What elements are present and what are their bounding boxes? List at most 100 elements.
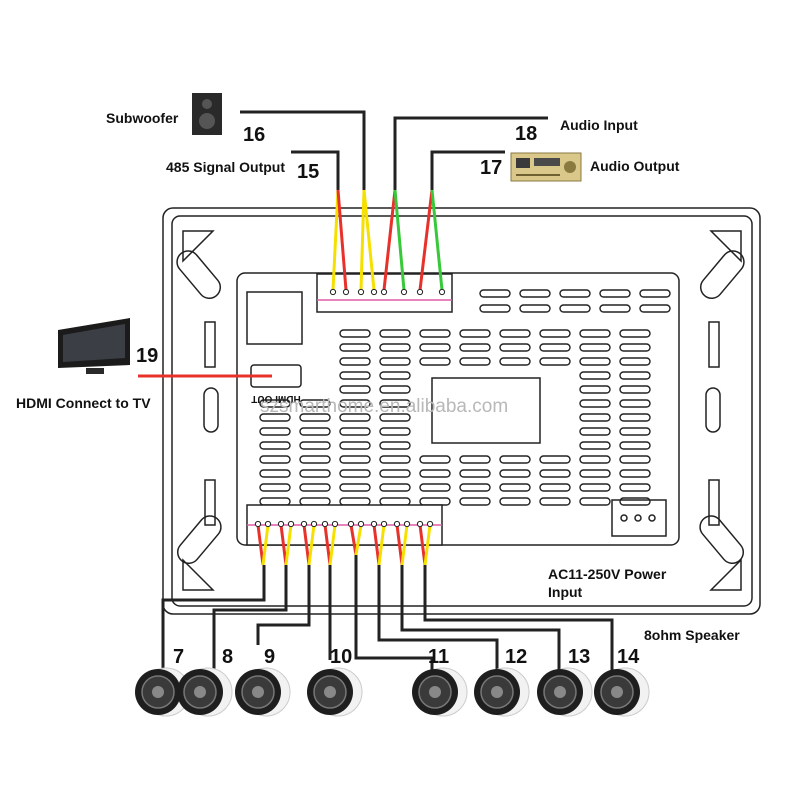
vent-slot — [579, 455, 611, 464]
terminal-pin — [380, 288, 388, 296]
vent-slot — [459, 497, 491, 506]
wire-red — [349, 524, 358, 556]
vent-slot — [339, 497, 371, 506]
top-wiring — [240, 110, 548, 291]
vent-slot — [539, 357, 571, 366]
wire-red — [395, 524, 404, 566]
wire-yellow — [423, 524, 432, 566]
wire-yellow — [261, 524, 270, 566]
tv-icon — [58, 318, 130, 374]
wire-black — [256, 565, 311, 645]
vent-slot — [519, 289, 551, 298]
vent-slot — [259, 483, 291, 492]
vent-slot — [379, 413, 411, 422]
vent-slot — [339, 455, 371, 464]
top-terminal-pins — [329, 288, 446, 296]
signal485-label: 485 Signal Output — [166, 159, 285, 175]
terminal-pin — [370, 288, 378, 296]
vent-slot — [259, 497, 291, 506]
vent-slot — [539, 497, 571, 506]
wire-red — [279, 524, 288, 566]
vent-slot — [259, 399, 291, 408]
terminal-pin — [416, 288, 424, 296]
speaker-icon — [235, 667, 291, 717]
vent-slot — [299, 469, 331, 478]
vent-slot — [339, 385, 371, 394]
terminal-pin — [287, 520, 295, 528]
vent-grille — [259, 289, 671, 506]
vent-slot — [299, 483, 331, 492]
vent-slot — [619, 441, 651, 450]
wire-red — [418, 524, 427, 566]
vent-slot — [459, 329, 491, 338]
subwoofer-icon — [192, 93, 222, 135]
terminal-pin — [331, 520, 339, 528]
terminal-pin — [416, 520, 424, 528]
wire-yellow — [354, 524, 363, 556]
vent-slot — [619, 483, 651, 492]
vent-slot — [459, 469, 491, 478]
vent-slot — [379, 385, 411, 394]
vent-slot — [559, 304, 591, 313]
vent-slot — [479, 289, 511, 298]
vent-slot — [419, 343, 451, 352]
terminal-pin — [426, 520, 434, 528]
terminal-pin — [393, 520, 401, 528]
vent-slot — [339, 413, 371, 422]
terminal-pin — [300, 520, 308, 528]
wire-red — [256, 524, 265, 566]
bottom-terminal-block — [246, 504, 443, 546]
vent-slot — [299, 455, 331, 464]
vent-slot — [619, 427, 651, 436]
vent-slot — [499, 329, 531, 338]
number-10: 10 — [330, 646, 352, 668]
wire-black — [377, 565, 499, 680]
speaker-icon — [412, 667, 468, 717]
vent-slot — [619, 343, 651, 352]
vent-slot — [459, 343, 491, 352]
vent-slot — [619, 399, 651, 408]
speaker-label: 8ohm Speaker — [644, 627, 740, 643]
power-label-line1: AC11-250V Power — [548, 566, 667, 582]
number-17: 17 — [480, 157, 502, 179]
wire-yellow — [400, 524, 409, 566]
vent-slot — [579, 441, 611, 450]
terminal-pin — [329, 288, 337, 296]
vent-slot — [619, 385, 651, 394]
vent-slot — [579, 413, 611, 422]
amplifier-icon — [510, 152, 582, 182]
vent-slot — [299, 427, 331, 436]
terminal-pin — [342, 288, 350, 296]
vent-slot — [639, 289, 671, 298]
vent-slot — [259, 469, 291, 478]
speaker-icon — [307, 667, 363, 717]
vent-slot — [379, 441, 411, 450]
vent-slot — [259, 441, 291, 450]
vent-slot — [419, 497, 451, 506]
vent-slot — [579, 497, 611, 506]
vent-slot — [339, 469, 371, 478]
vent-slot — [579, 469, 611, 478]
vent-slot — [299, 497, 331, 506]
number-19: 19 — [136, 345, 158, 367]
vent-slot — [339, 343, 371, 352]
terminal-pin — [357, 288, 365, 296]
vent-slot — [299, 413, 331, 422]
vent-slot — [339, 399, 371, 408]
vent-slot — [599, 304, 631, 313]
number-8: 8 — [222, 646, 233, 668]
terminal-pin — [321, 520, 329, 528]
vent-slot — [499, 483, 531, 492]
vent-slot — [379, 357, 411, 366]
number-11: 11 — [428, 646, 449, 668]
vent-slot — [499, 455, 531, 464]
vent-slot — [339, 427, 371, 436]
vent-slot — [539, 329, 571, 338]
vent-slot — [339, 329, 371, 338]
terminal-pin — [403, 520, 411, 528]
vent-slot — [339, 441, 371, 450]
wire-yellow — [377, 524, 386, 566]
wire-black — [400, 565, 561, 680]
